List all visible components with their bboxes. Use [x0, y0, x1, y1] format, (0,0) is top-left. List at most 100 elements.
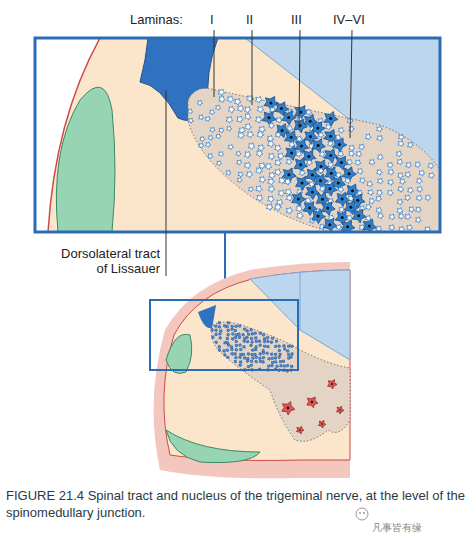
cell-nucleus	[319, 179, 322, 182]
neuron-cell	[275, 204, 282, 211]
neuron-cell	[218, 325, 221, 328]
cell-nucleus	[281, 129, 284, 132]
neuron-cell	[271, 364, 274, 367]
neuron-cell	[238, 132, 245, 139]
neuron-cell	[296, 151, 302, 157]
cell-nucleus	[330, 172, 333, 175]
neuron-cell	[398, 173, 404, 179]
neuron-cell	[215, 105, 220, 110]
neuron-cell	[291, 353, 294, 356]
neuron-cell	[396, 151, 402, 157]
neuron-cell	[324, 149, 338, 163]
neuron-cell	[251, 353, 254, 356]
neuron-cell	[398, 186, 404, 192]
neuron-cell	[254, 332, 257, 335]
neuron-cell	[369, 159, 375, 165]
neuron-cell	[258, 340, 261, 343]
neuron-cell	[234, 336, 237, 339]
neuron-cell	[237, 116, 244, 123]
neuron-cell	[242, 346, 245, 349]
neuron-cell	[338, 151, 344, 157]
neuron-cell	[247, 131, 254, 138]
neuron-cell	[252, 357, 255, 360]
neuron-cell	[256, 186, 263, 193]
cell-nucleus	[317, 215, 320, 218]
neuron-cell	[369, 198, 375, 204]
neuron-cell	[215, 341, 218, 344]
neuron-cell	[408, 142, 414, 148]
neuron-cell	[219, 336, 222, 339]
neuron-cell	[279, 178, 286, 185]
neuron-cell	[199, 115, 204, 120]
neuron-cell	[223, 350, 226, 353]
cell-nucleus	[301, 181, 304, 184]
neuron-cell	[256, 195, 263, 202]
cell-nucleus	[309, 135, 312, 138]
neuron-cell	[356, 151, 362, 157]
neuron-cell	[285, 178, 292, 185]
neuron-cell	[287, 125, 293, 131]
neuron-cell	[237, 105, 244, 112]
neuron-cell	[377, 178, 383, 184]
neuron-cell	[226, 325, 229, 328]
cell-nucleus	[280, 107, 283, 110]
cell-nucleus	[287, 173, 290, 176]
neuron-cell	[257, 131, 264, 138]
neuron-cell	[398, 141, 404, 147]
neuron-cell	[266, 204, 273, 211]
neuron-cell	[376, 196, 382, 202]
neuron-cell	[335, 156, 349, 170]
neuron-cell	[408, 187, 414, 193]
cell-nucleus	[297, 197, 300, 200]
neuron-cell	[259, 176, 265, 183]
neuron-cell	[389, 225, 395, 231]
neuron-cell	[228, 106, 235, 113]
neuron-cell	[235, 344, 238, 347]
neuron-cell	[231, 333, 234, 336]
cell-nucleus	[307, 155, 310, 158]
neuron-cell	[405, 195, 411, 201]
neuron-cell	[341, 220, 355, 232]
neuron-cell	[319, 152, 325, 158]
neuron-cell	[278, 153, 285, 160]
neuron-cell	[282, 360, 285, 363]
cell-nucleus	[269, 101, 272, 104]
neuron-cell	[286, 350, 289, 353]
cell-nucleus	[357, 214, 360, 217]
neuron-cell	[290, 356, 293, 359]
neuron-cell	[263, 338, 266, 341]
neuron-cell	[226, 356, 229, 359]
cell-nucleus	[311, 401, 313, 403]
neuron-cell	[405, 214, 411, 220]
neuron-cell	[275, 145, 282, 152]
neuron-cell	[226, 337, 229, 340]
neuron-cell	[295, 139, 309, 153]
neuron-cell	[250, 337, 253, 340]
neuron-cell	[315, 160, 329, 174]
neuron-cell	[188, 109, 193, 114]
cell-nucleus	[340, 161, 343, 164]
neuron-cell	[274, 357, 277, 360]
cell-nucleus	[331, 383, 333, 385]
neuron-cell	[376, 207, 382, 213]
cell-nucleus	[328, 187, 331, 190]
neuron-cell	[274, 345, 277, 348]
neuron-cell	[246, 340, 249, 343]
neuron-cell	[388, 180, 394, 186]
neuron-cell	[255, 97, 262, 104]
neuron-cell	[406, 162, 412, 168]
cell-nucleus	[299, 429, 301, 431]
neuron-cell	[270, 353, 273, 356]
neuron-cell	[282, 402, 295, 415]
neuron-cell	[399, 213, 405, 219]
neuron-cell	[244, 107, 251, 114]
neuron-cell	[345, 178, 351, 184]
cell-nucleus	[299, 163, 302, 166]
neuron-cell	[292, 192, 306, 206]
neuron-cell	[367, 181, 373, 187]
neuron-cell	[278, 190, 285, 197]
neuron-cell	[355, 160, 361, 166]
neuron-cell	[321, 202, 335, 216]
cell-nucleus	[347, 172, 350, 175]
neuron-cell	[231, 338, 234, 341]
